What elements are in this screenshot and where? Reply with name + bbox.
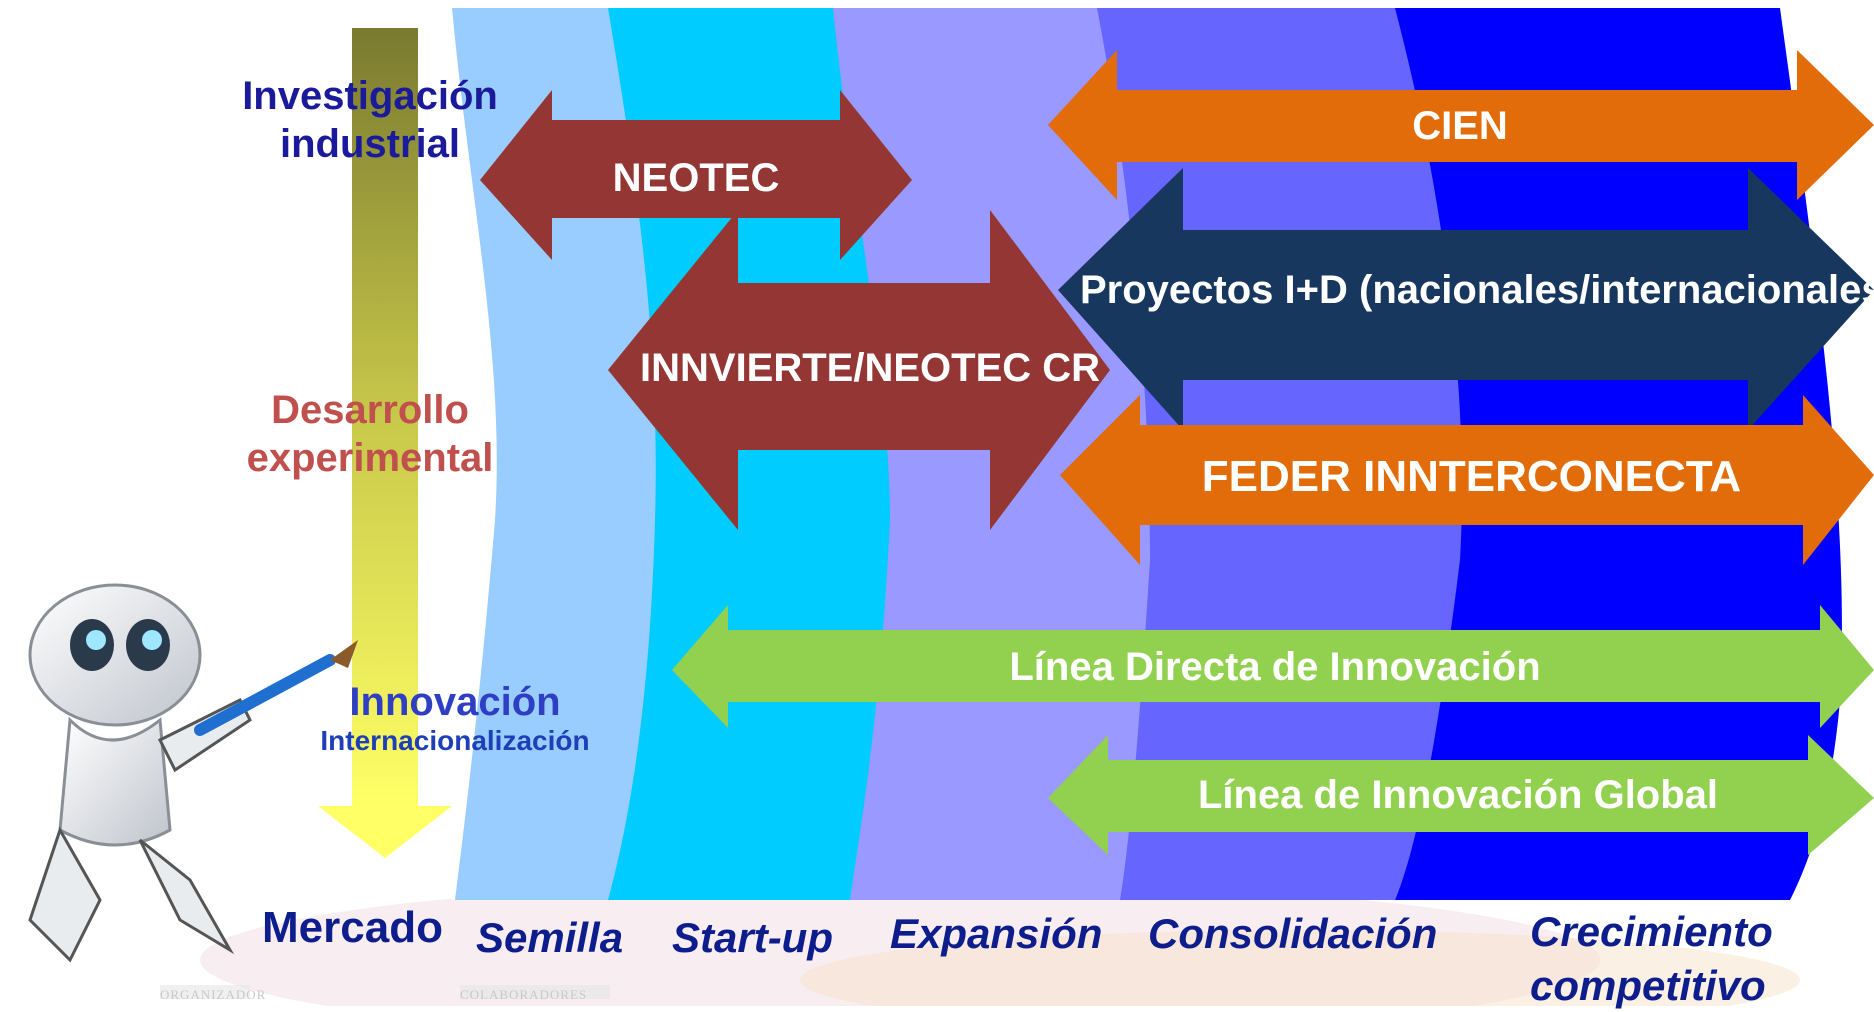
feder-arrow bbox=[1060, 395, 1874, 565]
axis-end-label: Mercado bbox=[262, 903, 443, 952]
watercolor-bg-2 bbox=[800, 930, 1800, 1006]
neotec-label: NEOTEC bbox=[612, 156, 780, 200]
phase-crecimiento: Crecimiento bbox=[1530, 908, 1773, 955]
band-left-edge bbox=[452, 8, 497, 900]
axis-label-top-line2: industrial bbox=[279, 122, 461, 166]
ldi-label: Línea Directa de Innovación bbox=[1009, 645, 1541, 689]
footer-mark-left bbox=[160, 985, 250, 999]
axis-label-bottom-line1: Innovación bbox=[349, 680, 561, 724]
axis-label-middle-line1: Desarrollo bbox=[271, 388, 469, 432]
axis-arrowhead bbox=[318, 806, 452, 858]
phase-consolidacion: Consolidación bbox=[1148, 910, 1438, 957]
cien-arrow bbox=[1048, 50, 1874, 200]
axis-shaft bbox=[352, 28, 418, 806]
innvierte-label: INNVIERTE/NEOTEC CR bbox=[640, 346, 1101, 390]
lig-label: Línea de Innovación Global bbox=[1197, 773, 1719, 817]
robot-mascot bbox=[28, 583, 358, 963]
proyectos-label: Proyectos I+D (nacionales/internacionale… bbox=[1080, 268, 1874, 312]
lig-arrow bbox=[1048, 735, 1874, 855]
phase-startup: Start-up bbox=[672, 914, 833, 961]
phase-expansion: Expansión bbox=[890, 910, 1103, 957]
feder-label: FEDER INNTERCONECTA bbox=[1201, 452, 1742, 501]
cien-label: CIEN bbox=[1412, 104, 1508, 148]
band-edge-semilla bbox=[608, 8, 656, 900]
axis-label-top-line1: Investigación bbox=[242, 74, 498, 118]
footer-colaboradores: COLABORADORES bbox=[460, 987, 588, 1002]
axis-label-middle: Desarrollo experimental bbox=[225, 386, 515, 482]
footer-mark-right bbox=[460, 985, 610, 999]
neotec-arrow bbox=[480, 90, 912, 260]
footer-organizador: ORGANIZADOR bbox=[160, 987, 267, 1002]
proyectos-arrow bbox=[1058, 168, 1874, 430]
innvierte-arrow bbox=[608, 210, 1110, 530]
ldi-arrow bbox=[672, 605, 1874, 728]
phase-semilla: Semilla bbox=[476, 914, 624, 961]
axis-label-top: Investigación industrial bbox=[220, 72, 520, 168]
phase-competitivo: competitivo bbox=[1530, 962, 1766, 1009]
axis-label-middle-line2: experimental bbox=[246, 436, 494, 480]
axis-label-bottom-line2: Internacionalización bbox=[320, 725, 590, 756]
